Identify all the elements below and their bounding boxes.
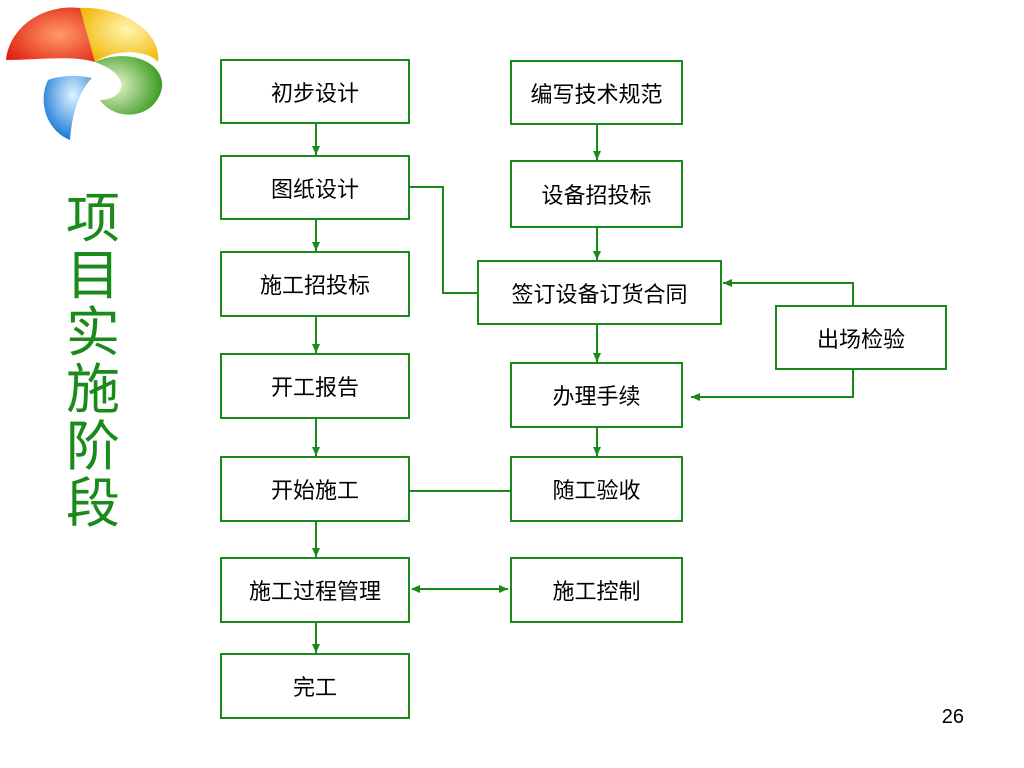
node-construction-bidding: 施工招投标 xyxy=(220,251,410,317)
logo-icon xyxy=(6,7,163,140)
line-drawing-to-contract xyxy=(409,186,479,294)
page-title: 项目实施阶段 xyxy=(66,187,120,535)
node-commencement-report: 开工报告 xyxy=(220,353,410,419)
node-factory-inspection: 出场检验 xyxy=(775,305,947,370)
node-procedures: 办理手续 xyxy=(510,362,683,428)
arrow-inspection-to-contract xyxy=(723,279,854,305)
node-write-specs: 编写技术规范 xyxy=(510,60,683,125)
node-construction-control: 施工控制 xyxy=(510,557,683,623)
node-equipment-bidding: 设备招投标 xyxy=(510,160,683,228)
page-number: 26 xyxy=(941,706,964,728)
node-completion: 完工 xyxy=(220,653,410,719)
arrow-inspection-to-procedures xyxy=(691,370,854,401)
node-process-management: 施工过程管理 xyxy=(220,557,410,623)
node-sign-contract: 签订设备订货合同 xyxy=(477,260,722,325)
node-acceptance: 随工验收 xyxy=(510,456,683,522)
node-preliminary-design: 初步设计 xyxy=(220,59,410,124)
node-drawing-design: 图纸设计 xyxy=(220,155,410,220)
node-start-construction: 开始施工 xyxy=(220,456,410,522)
